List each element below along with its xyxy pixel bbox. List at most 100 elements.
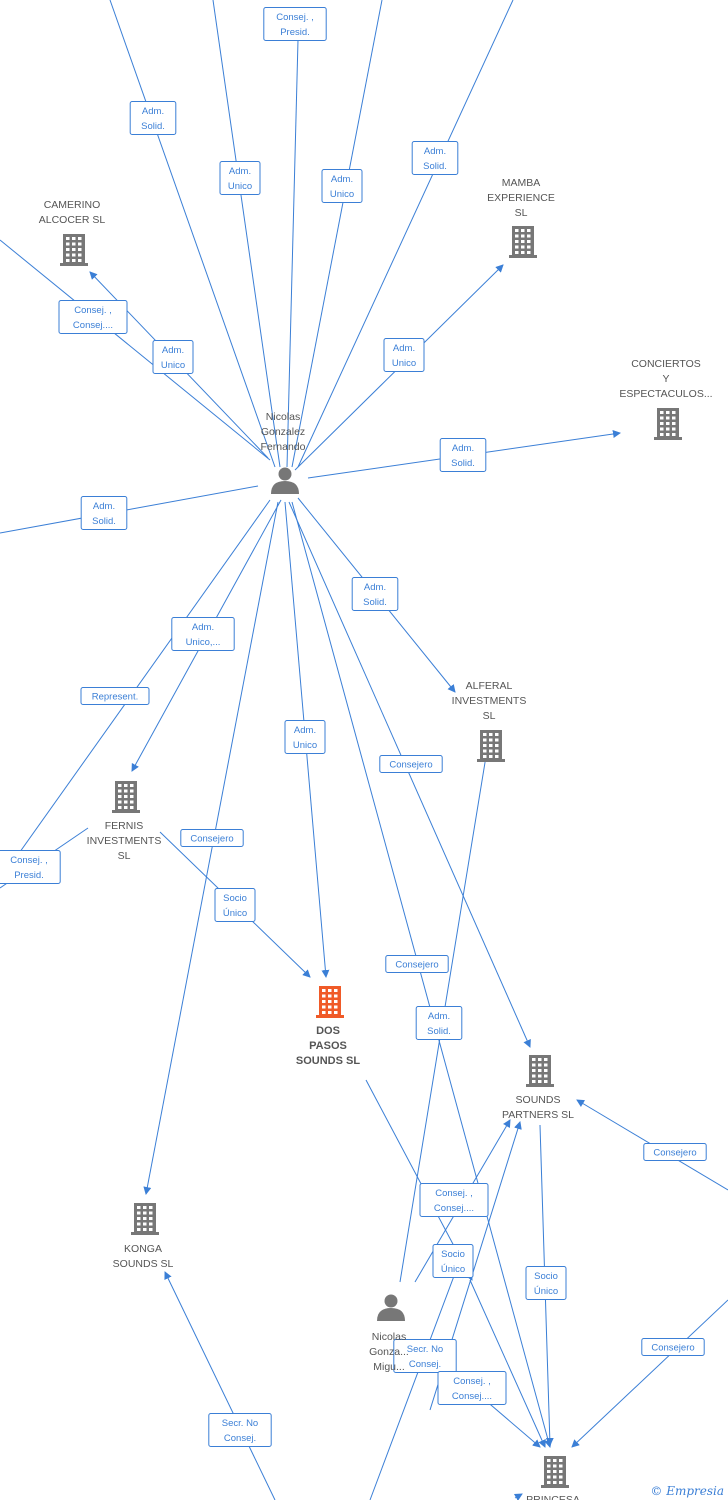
node-princesa[interactable]: PRINCESA	[526, 1456, 580, 1500]
edge-line	[286, 39, 299, 468]
node-label: SOUNDS	[516, 1094, 561, 1106]
edge-label: Adm.Solid.	[129, 101, 177, 135]
edge-label-box	[80, 496, 128, 530]
edge-label: Adm.Unico	[284, 720, 326, 754]
edge-label: Consejero	[385, 955, 449, 973]
node-label: SOUNDS SL	[296, 1055, 360, 1067]
edge-label-text: Adm.	[424, 146, 446, 157]
edge-label-text: Consej. ,	[10, 855, 48, 866]
node-label: SL	[515, 207, 528, 219]
edge-line	[164, 1271, 276, 1500]
edge-label: Consej. ,Consej....	[437, 1371, 507, 1405]
node-label: FERNIS	[105, 820, 144, 832]
edge-label-text: Unico	[330, 189, 354, 200]
edge-label-text: Adm.	[162, 345, 184, 356]
edge-label: Consejero	[641, 1338, 705, 1356]
edge-label: Adm. Unico	[321, 169, 363, 203]
edge-label-box	[129, 101, 177, 135]
edge-label-text: Adm.	[142, 106, 164, 117]
edge-label-text: Unico	[392, 358, 416, 369]
edge-line	[212, 0, 281, 468]
edge-label-text: Consejero	[389, 760, 432, 771]
edge-label: Consejero	[379, 755, 443, 773]
node-label: ALFERAL	[466, 680, 513, 692]
node-label: INVESTMENTS	[452, 695, 527, 707]
company-icon	[541, 1456, 569, 1488]
node-label: PASOS	[309, 1040, 347, 1052]
edge-label-text: Consejero	[190, 834, 233, 845]
edge-label-box	[171, 617, 235, 651]
node-label: Migu...	[373, 1361, 405, 1373]
edge-label-text: Socio	[223, 893, 247, 904]
edge-label: Consej. , Presid.	[0, 850, 61, 884]
edge-label-text: Consej....	[434, 1203, 474, 1214]
edge-label-text: Adm.	[364, 582, 386, 593]
node-conciertos[interactable]: CONCIERTOSYESPECTACULOS...	[619, 358, 713, 440]
node-label: Y	[662, 373, 669, 385]
edge-label: Adm. Solid.	[415, 1006, 463, 1040]
edge-label-box	[263, 7, 327, 41]
edge-label-box	[432, 1244, 474, 1278]
edge-label: Consej. , Consej....	[419, 1183, 489, 1217]
edge-label: Consejero	[643, 1143, 707, 1161]
brand-footer: © Empresia	[650, 1484, 724, 1498]
edge-label-text: Consej. ,	[276, 12, 314, 23]
edge-label-text: Presid.	[280, 27, 310, 38]
edge-line	[369, 1259, 461, 1500]
edge-label-box	[180, 829, 244, 847]
edge-label-text: Adm.	[192, 622, 214, 633]
edge-label-text: Secr. No	[222, 1418, 258, 1429]
edge-label-text: Solid.	[423, 161, 447, 172]
edge-line	[0, 485, 259, 534]
node-label: SL	[118, 850, 131, 862]
node-label: SOUNDS SL	[113, 1258, 174, 1270]
person-icon	[271, 467, 299, 494]
edge-label-box	[385, 955, 449, 973]
edge-label: Adm.Unico	[152, 340, 194, 374]
edge-label-text: Solid.	[92, 516, 116, 527]
edge-label-text: Único	[223, 908, 247, 919]
edge-line	[109, 0, 276, 468]
edge-label-text: Socio	[441, 1249, 465, 1260]
edge-label-box	[411, 141, 459, 175]
edge-label-text: Consej. ,	[435, 1188, 473, 1199]
node-label: ESPECTACULOS...	[619, 388, 712, 400]
edge-label: Adm.Unico	[383, 338, 425, 372]
brand-name: Empresia	[666, 1484, 724, 1498]
edge-label-text: Adm.	[93, 501, 115, 512]
edge-label-text: Consejero	[653, 1148, 696, 1159]
nodes: NicolasGonzalezFernandoNicolasGonza...Mi…	[39, 177, 713, 1500]
edge-label: Represent.	[80, 687, 150, 705]
node-nicolas-miguel[interactable]: NicolasGonza...Migu...	[369, 1294, 409, 1374]
edge-label-text: Solid.	[427, 1026, 451, 1037]
edge-label-text: Consej....	[73, 320, 113, 331]
edge-line	[297, 0, 514, 468]
company-icon	[60, 234, 88, 266]
edge-label-text: Secr. No	[407, 1344, 443, 1355]
edge-label-box	[641, 1338, 705, 1356]
person-icon	[377, 1294, 405, 1321]
edge-label: Consejero	[180, 829, 244, 847]
edge-label-text: Adm.	[331, 174, 353, 185]
company-icon	[509, 226, 537, 258]
main-company-icon	[316, 986, 344, 1018]
edge-label-box	[80, 687, 150, 705]
company-icon	[112, 781, 140, 813]
edge-label-text: Presid.	[14, 870, 44, 881]
edge-label-text: Consej....	[452, 1391, 492, 1402]
node-label: EXPERIENCE	[487, 192, 555, 204]
edge-label-box	[214, 888, 256, 922]
edge-label-box	[383, 338, 425, 372]
edge-label-text: Adm.	[428, 1011, 450, 1022]
edge-label-text: Unico,...	[186, 637, 221, 648]
